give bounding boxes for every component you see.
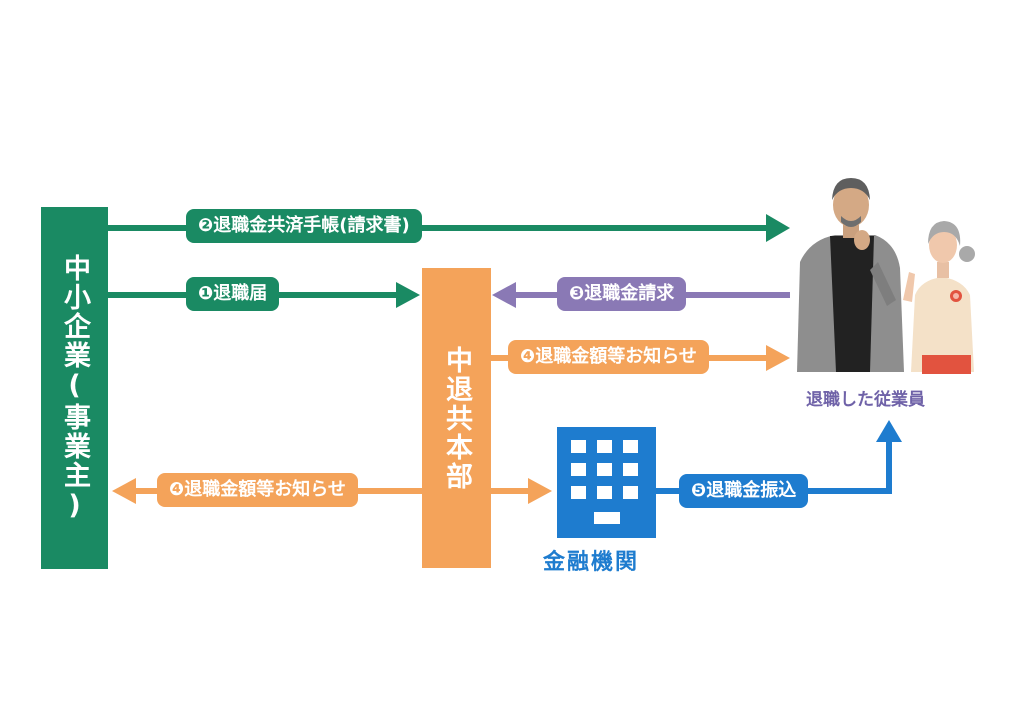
step2-notebook-label: ❷退職金共済手帳(請求書) [186, 209, 422, 243]
step4-notice-employee-label: ❹退職金額等お知らせ [508, 340, 709, 374]
retired-couple-illustration [797, 178, 975, 374]
step4-notice-company-label: ❹退職金額等お知らせ [157, 473, 358, 507]
arrow-to-bank-head [528, 478, 552, 504]
chutaikyo-label: 中退共本部 [441, 345, 472, 491]
company-label: 中小企業(事業主) [59, 253, 90, 523]
arrow-step2-head [766, 214, 790, 242]
arrow-step1-head [396, 282, 420, 308]
arrow-step5-head [876, 420, 902, 442]
arrow-step3-head [492, 282, 516, 308]
employee-label: 退職した従業員 [806, 390, 925, 410]
step5-transfer-label: ❺退職金振込 [679, 474, 809, 508]
company-box: 中小企業(事業主) [41, 207, 108, 569]
arrow-step4-employee-head [766, 345, 790, 371]
building-icon [557, 427, 656, 538]
bank-label: 金融機関 [543, 550, 640, 575]
chutaikyo-box: 中退共本部 [422, 268, 491, 568]
step3-claim-label: ❸退職金請求 [557, 277, 687, 311]
step1-resignation-label: ❶退職届 [186, 277, 280, 311]
arrow-step4-company-head [112, 478, 136, 504]
